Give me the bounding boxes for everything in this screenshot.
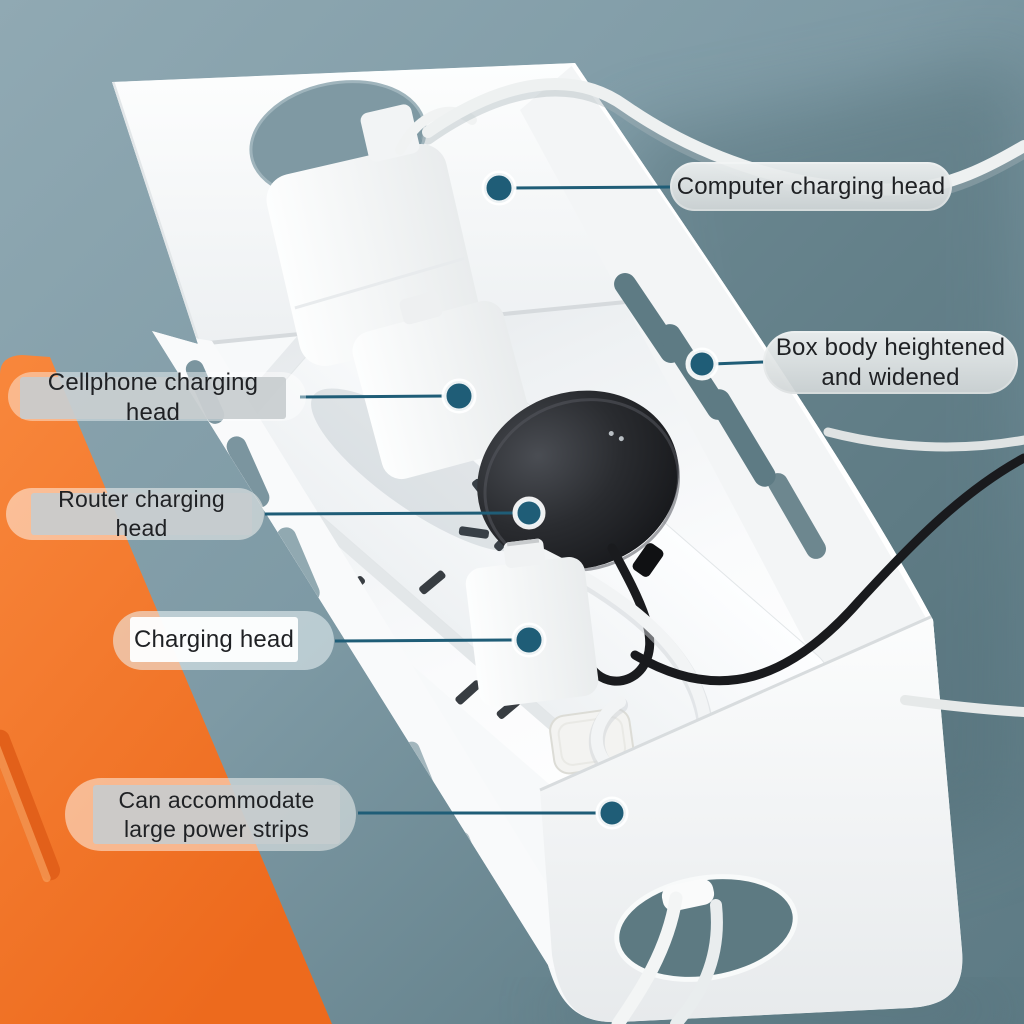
callout-charging-head: Charging head <box>130 617 298 662</box>
callout-computer-charging-head: Computer charging head <box>670 162 952 211</box>
callout-label: Router charging head <box>58 486 225 541</box>
front-edge <box>539 613 936 792</box>
cable-exit-hole-rim <box>614 874 798 982</box>
callout-router-charging-head: Router charging head <box>31 486 252 541</box>
router-plug <box>632 543 664 577</box>
callout-label: Charging head <box>133 625 295 653</box>
router-cable-inner <box>582 543 655 686</box>
callout-cellphone-charging-head: Cellphone charging head <box>20 369 286 426</box>
callout-label: Cellphone charging head <box>47 369 259 426</box>
orange-pen <box>0 729 61 883</box>
router-cable-outer <box>630 453 1024 686</box>
panel-corner-edge <box>112 81 201 345</box>
gray-cable-lower <box>900 695 1024 717</box>
exit-cable-2 <box>670 899 723 1024</box>
callout-power-strips: Can accommodate large power strips <box>93 785 340 844</box>
callout-label: Computer charging head <box>676 172 946 200</box>
cable-box <box>112 63 963 1023</box>
callout-label: Box body heightened and widened <box>775 333 1006 391</box>
callout-box-body: Box body heightened and widened <box>763 331 1018 394</box>
gray-cable-upper <box>823 427 1024 452</box>
exit-cable-1 <box>611 891 683 1024</box>
right-wall <box>520 63 935 690</box>
computer-cable <box>422 78 1024 196</box>
callout-label: Can accommodate large power strips <box>118 786 315 842</box>
